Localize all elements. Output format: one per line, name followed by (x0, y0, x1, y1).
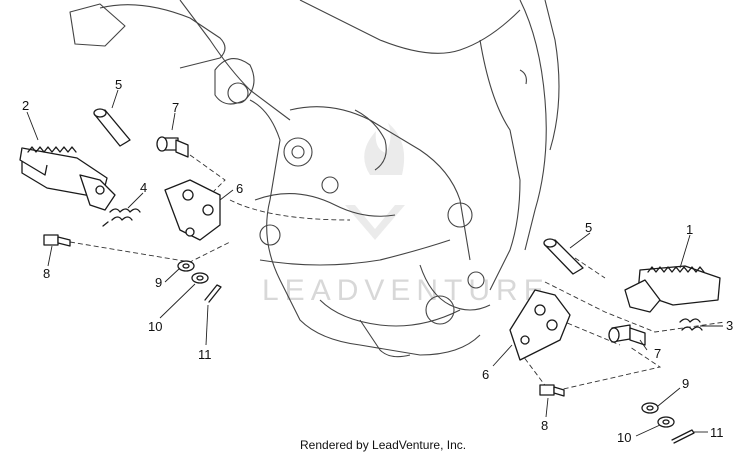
motorcycle-frame (69, 0, 560, 358)
callout-6-left: 6 (236, 181, 243, 196)
left-spring (102, 208, 141, 227)
callout-10-left: 10 (148, 319, 162, 334)
callout-6-right: 6 (482, 367, 489, 382)
right-washers (641, 402, 675, 428)
watermark-text: LEADVENTURE (262, 274, 550, 307)
right-pivot-pin (543, 238, 584, 275)
left-cotter-pin (204, 284, 222, 303)
right-cotter-pin (671, 429, 695, 444)
callout-3: 3 (726, 318, 733, 333)
callout-4: 4 (140, 180, 147, 195)
right-mount-bolt (608, 324, 646, 346)
callout-11-right: 11 (710, 425, 724, 440)
callout-8-right: 8 (541, 418, 548, 433)
callout-5-right: 5 (585, 220, 592, 235)
left-pivot-pin (93, 108, 131, 147)
leader-lines (26, 89, 723, 437)
callout-7-left: 7 (172, 100, 179, 115)
left-footpeg (19, 146, 116, 211)
callout-8-left: 8 (43, 266, 50, 281)
callout-2: 2 (22, 98, 29, 113)
right-bracket (509, 289, 571, 361)
callout-7-right: 7 (654, 346, 661, 361)
watermark-logo (345, 123, 405, 240)
right-spring (679, 318, 703, 331)
credit-text: Rendered by LeadVenture, Inc. (300, 438, 466, 452)
callout-5-left: 5 (115, 77, 122, 92)
left-lower-bolt (43, 234, 71, 247)
right-lower-bolt (539, 384, 565, 397)
callout-9-right: 9 (682, 376, 689, 391)
callout-10-right: 10 (617, 430, 631, 445)
left-mount-bolt (156, 136, 189, 158)
callout-9-left: 9 (155, 275, 162, 290)
left-washers (177, 260, 209, 284)
callout-1: 1 (686, 222, 693, 237)
right-footpeg (624, 265, 721, 313)
callout-11-left: 11 (198, 347, 212, 362)
left-bracket (164, 179, 221, 241)
